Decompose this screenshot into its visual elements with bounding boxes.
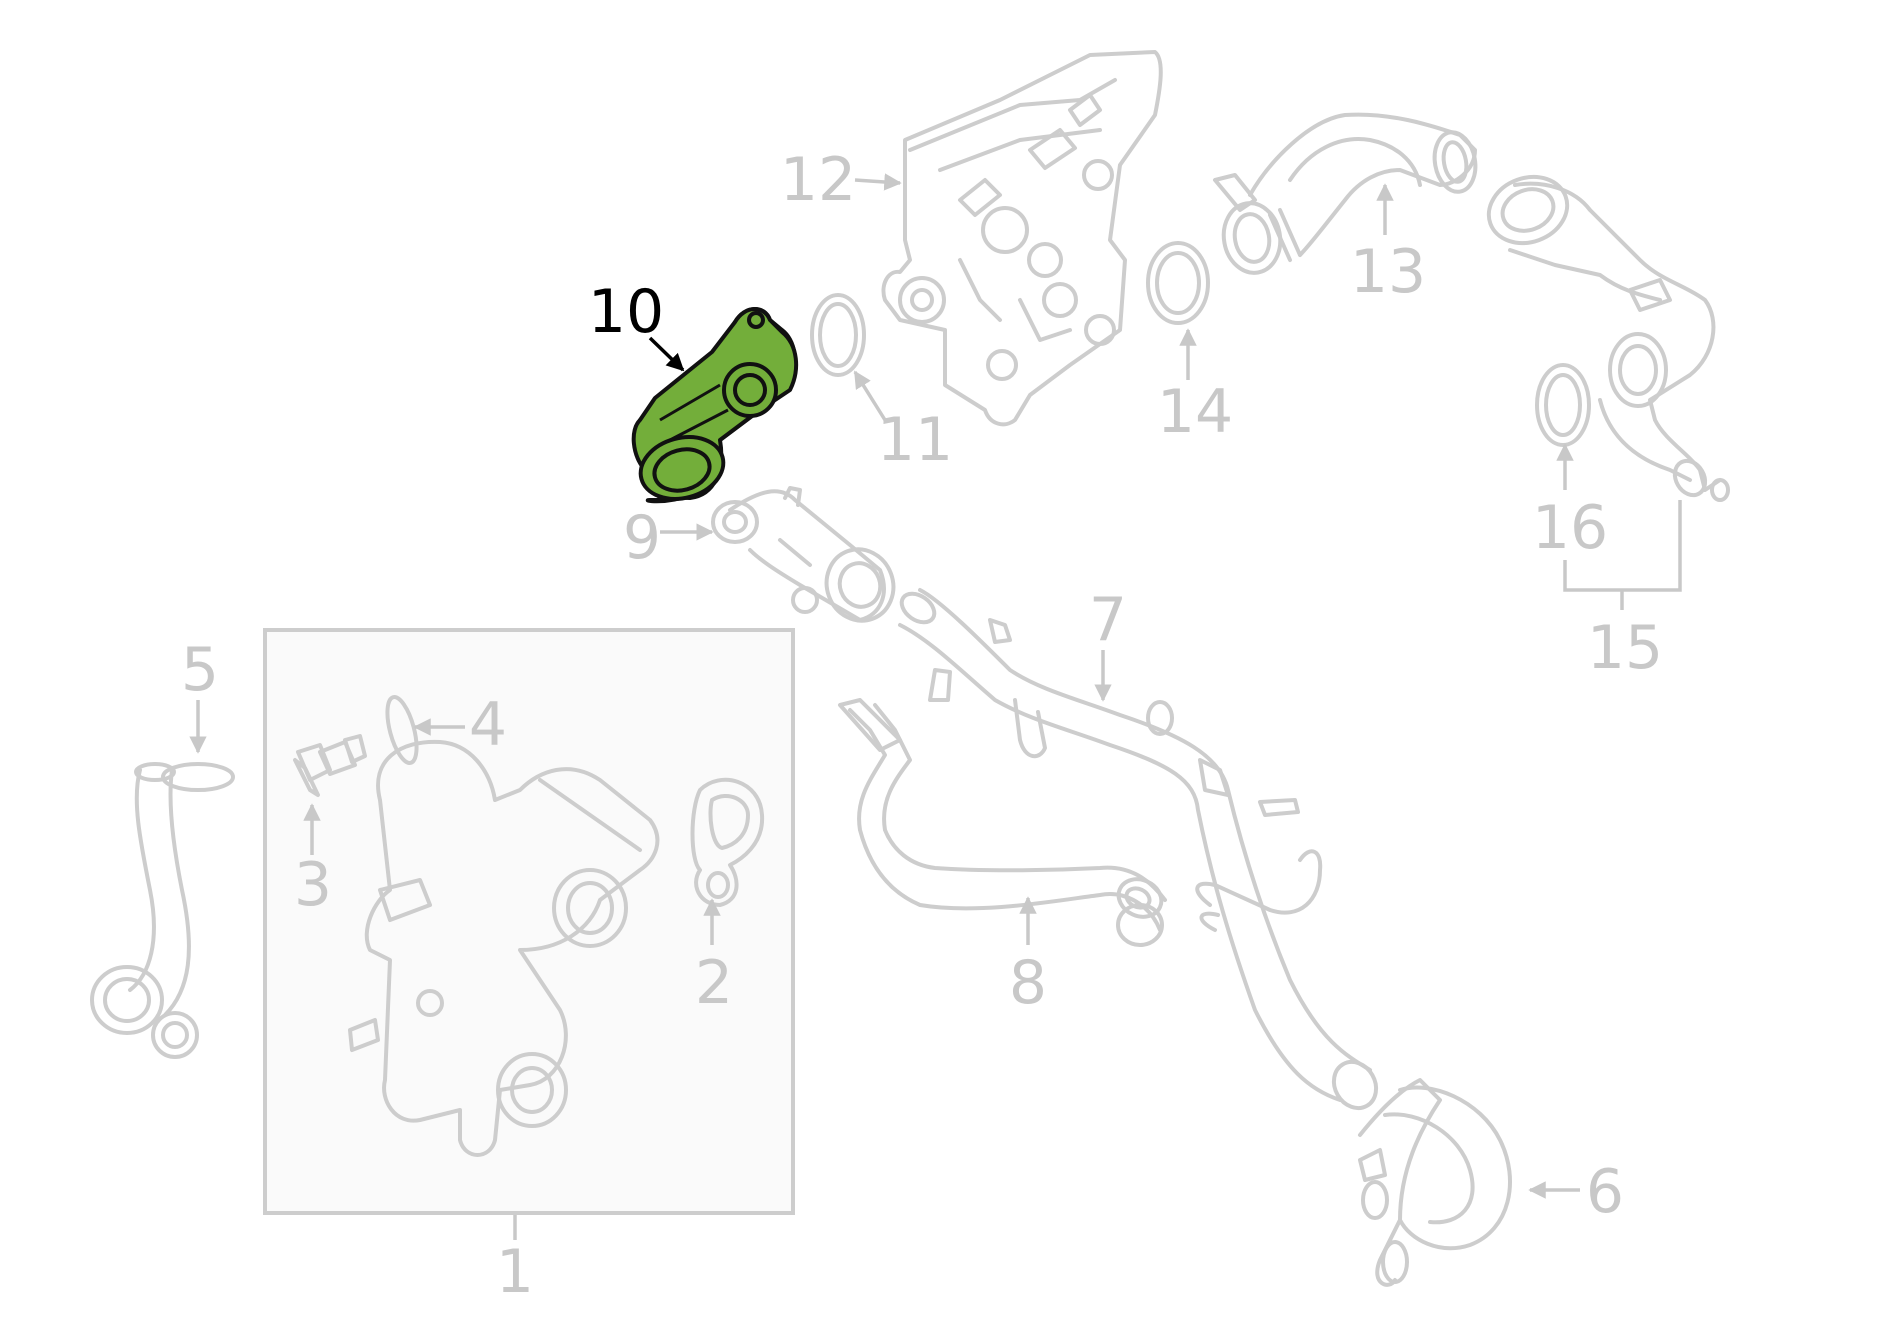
leader-10 [648,336,685,372]
callout-5[interactable]: 5 [181,635,219,705]
callout-6[interactable]: 6 [1586,1157,1624,1227]
callout-11[interactable]: 11 [877,405,953,475]
callout-4[interactable]: 4 [469,690,507,760]
callout-12[interactable]: 12 [780,145,856,215]
leader-11 [853,370,887,421]
part-6-elbow[interactable] [1358,1078,1512,1287]
part-16-o-ring[interactable] [1535,363,1591,447]
part-1-thermostat-housing[interactable] [348,739,660,1157]
leader-12 [854,173,902,191]
part-3-sensor[interactable] [293,734,367,797]
callout-10[interactable]: 10 [588,277,664,347]
part-14-o-ring[interactable] [1146,241,1210,325]
callout-13[interactable]: 13 [1350,237,1426,307]
callout-8[interactable]: 8 [1009,948,1047,1018]
part-7-coolant-pipe[interactable] [896,588,1384,1116]
callout-14[interactable]: 14 [1157,377,1233,447]
part-5-hose[interactable] [90,762,235,1059]
part-2-gasket[interactable] [690,777,765,907]
part-11-o-ring[interactable] [810,293,866,377]
callout-7[interactable]: 7 [1089,585,1127,655]
part-9-hose-section[interactable] [711,486,903,630]
part-12-cover[interactable] [881,50,1163,427]
part-10-coolant-flange[interactable] [631,307,799,508]
callout-9[interactable]: 9 [623,503,661,573]
part-8-pipe[interactable] [838,698,1168,947]
callout-3[interactable]: 3 [294,850,332,920]
callout-15[interactable]: 15 [1587,613,1663,683]
callout-2[interactable]: 2 [695,948,733,1018]
callout-16[interactable]: 16 [1532,493,1608,563]
callout-1[interactable]: 1 [496,1237,534,1307]
part-15-pipe-assembly[interactable] [1479,166,1730,502]
part-13-hose[interactable] [1213,112,1480,278]
